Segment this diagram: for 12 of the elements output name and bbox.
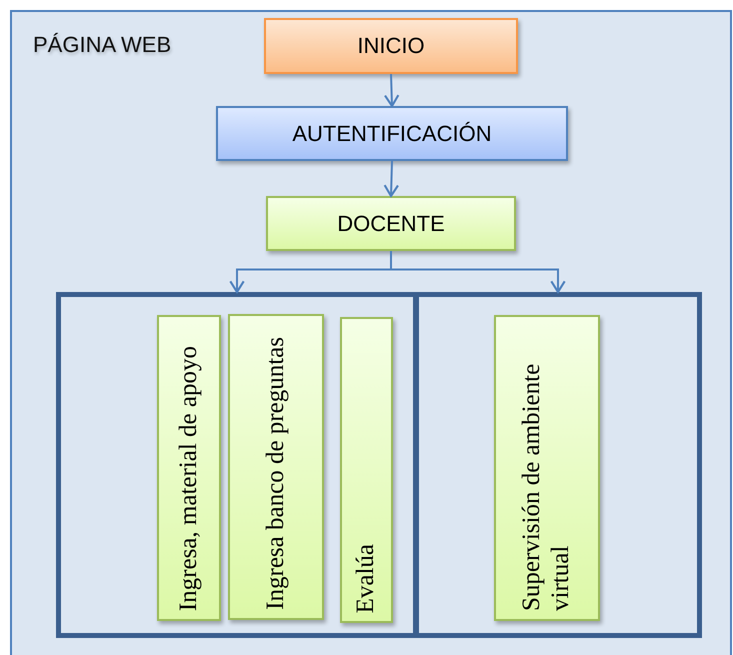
task-box: Ingresa banco de preguntas <box>228 314 324 620</box>
arrow <box>384 74 400 108</box>
task-box: Supervisión de ambiente virtual <box>494 315 600 621</box>
task-box: Ingresa, material de apoyo <box>157 315 221 621</box>
arrow <box>384 160 400 198</box>
process-box: AUTENTIFICACIÓN <box>216 106 568 161</box>
arrow <box>390 251 566 294</box>
panel-heading: PÁGINA WEB <box>33 32 172 58</box>
page-panel <box>10 10 732 655</box>
process-box: INICIO <box>264 18 518 74</box>
task-box: Evalúa <box>340 317 393 623</box>
process-box: DOCENTE <box>266 196 516 251</box>
